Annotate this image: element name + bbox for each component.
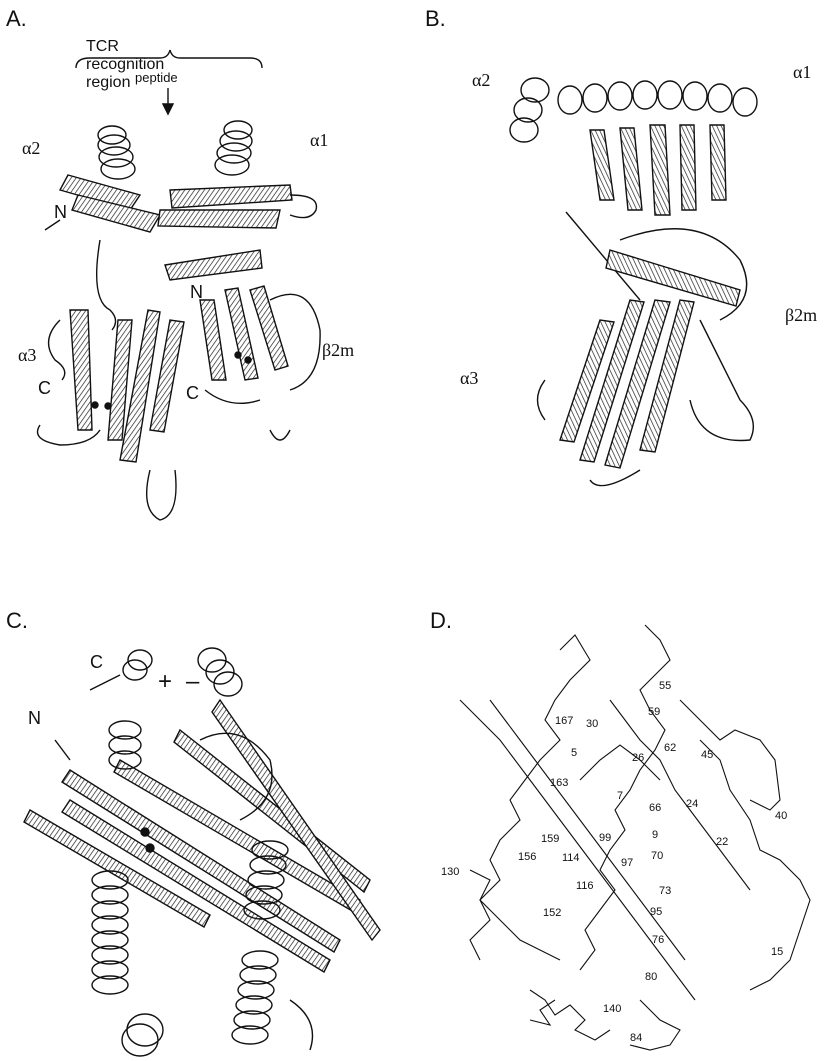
beta2m-label-b: β2m xyxy=(785,305,817,326)
residue-label: 130 xyxy=(441,866,459,878)
residue-label: 116 xyxy=(576,880,594,892)
residue-label: 99 xyxy=(599,832,611,844)
alpha2-helix xyxy=(98,126,135,179)
residue-label: 95 xyxy=(650,906,662,918)
c-terminus-c: C xyxy=(90,652,103,673)
residue-label: 80 xyxy=(645,971,657,983)
residue-label: 40 xyxy=(775,810,787,822)
panel-c-ribbon xyxy=(24,648,380,1056)
residue-label: 70 xyxy=(651,850,663,862)
residue-label: 45 xyxy=(701,749,713,761)
panel-d-trace xyxy=(460,625,810,1050)
residue-label: 159 xyxy=(541,833,559,845)
panel-b-ribbon xyxy=(510,78,757,486)
residue-label: 140 xyxy=(603,1003,621,1015)
alpha2-label-b: α2 xyxy=(472,70,490,91)
alpha1-helix xyxy=(215,121,252,175)
alpha2-helix-b xyxy=(510,78,549,142)
residue-label: 62 xyxy=(664,742,676,754)
plus-charge: + xyxy=(158,668,172,696)
residue-label: 73 xyxy=(659,885,671,897)
residue-label: 22 xyxy=(716,836,728,848)
residue-label: 7 xyxy=(617,790,623,802)
residue-label: 55 xyxy=(659,680,671,692)
residue-label: 15 xyxy=(771,946,783,958)
residue-label: 163 xyxy=(550,777,568,789)
residue-label: 30 xyxy=(586,718,598,730)
residue-label: 59 xyxy=(648,706,660,718)
residue-label: 84 xyxy=(630,1032,642,1044)
residue-label: 66 xyxy=(649,802,661,814)
residue-label: 9 xyxy=(652,829,658,841)
residue-label: 156 xyxy=(518,851,536,863)
minus-charge: – xyxy=(186,668,199,696)
alpha3-label-b: α3 xyxy=(460,368,478,389)
bottom-coil xyxy=(122,1014,163,1056)
residue-label: 26 xyxy=(632,752,644,764)
residue-label: 152 xyxy=(543,907,561,919)
tcr-brace xyxy=(76,50,262,68)
helix-right-top xyxy=(198,648,242,696)
n-terminus-c: N xyxy=(28,708,41,729)
residue-label: 76 xyxy=(652,934,664,946)
panel-a-ribbon xyxy=(38,50,321,520)
alpha1-helix-b xyxy=(558,81,757,116)
panel-c-letter: C. xyxy=(6,608,28,634)
residue-label: 5 xyxy=(571,747,577,759)
residue-label: 167 xyxy=(555,715,573,727)
panel-b-letter: B. xyxy=(425,6,446,32)
panel-d-letter: D. xyxy=(430,608,452,634)
alpha1-label-b: α1 xyxy=(793,62,811,83)
c-term-helix xyxy=(123,650,152,680)
residue-label: 97 xyxy=(621,857,633,869)
residue-label: 24 xyxy=(686,798,698,810)
residue-label: 114 xyxy=(562,852,580,864)
